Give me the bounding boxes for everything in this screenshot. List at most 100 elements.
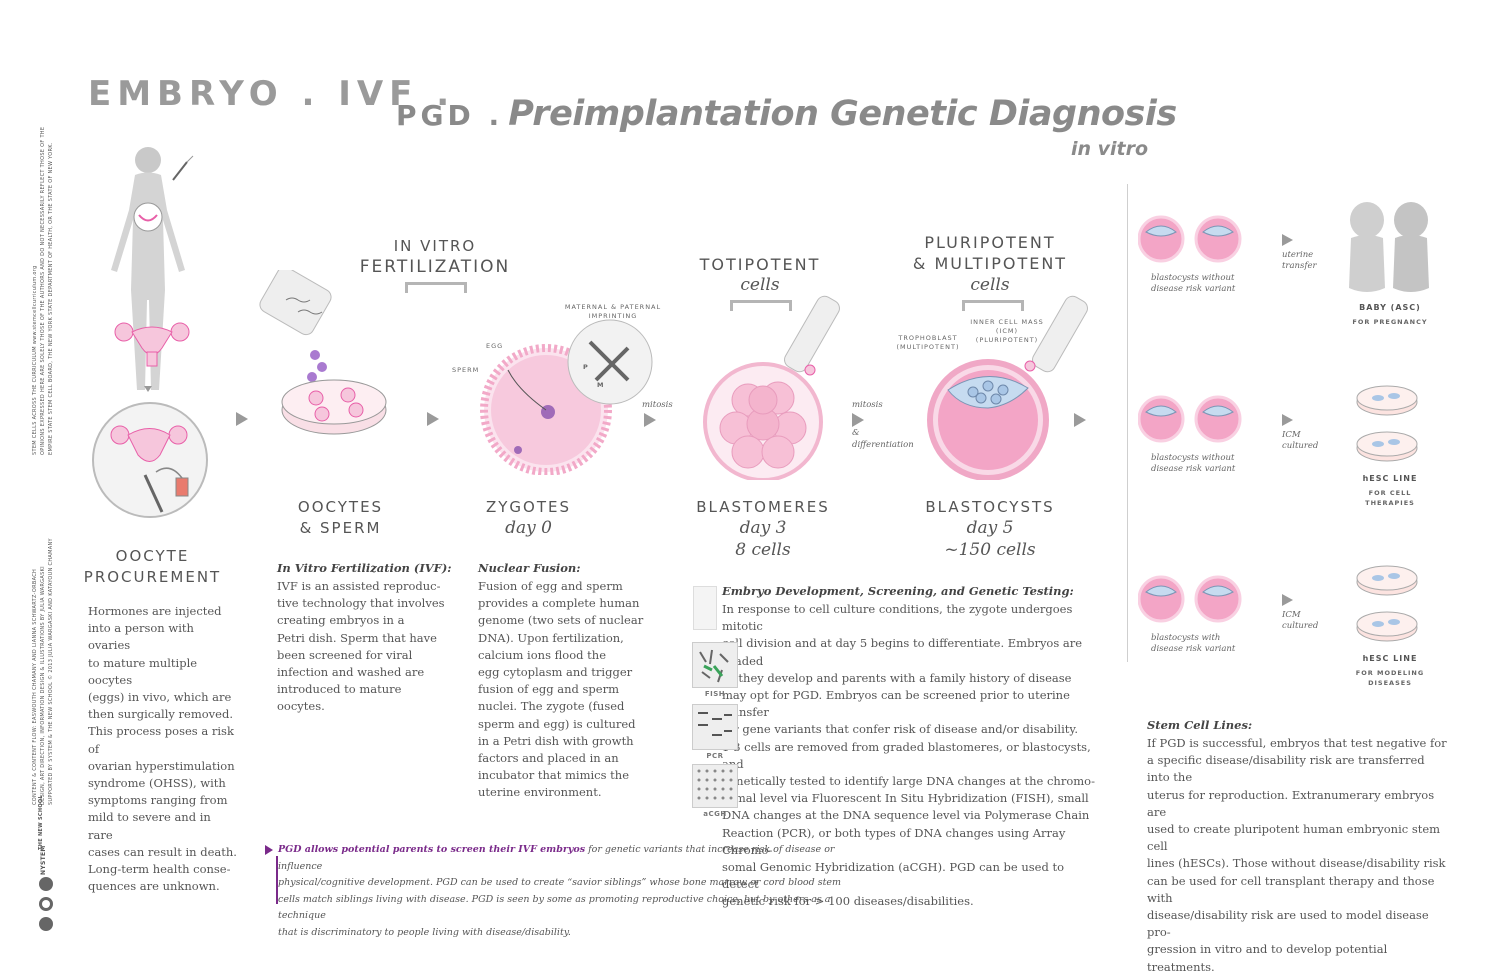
main-title: EMBRYO . IVF . bbox=[88, 74, 456, 114]
text-line: then surgically removed. bbox=[88, 707, 233, 722]
credit-line-1: STEM CELLS ACROSS THE CURRICULUM www.ste… bbox=[32, 265, 38, 455]
oocyte-body-text: Hormones are injected into a person with … bbox=[88, 603, 238, 895]
text-line: into a person with ovaries bbox=[88, 621, 194, 653]
text-line: can be used for cell transplant therapy … bbox=[1147, 873, 1435, 905]
arrow-4-icon bbox=[852, 413, 864, 427]
subtitle: PGD . Preimplantation Genetic Diagnosis bbox=[396, 94, 1177, 134]
text-line: symptoms ranging from bbox=[88, 793, 228, 808]
text-line: This process poses a risk of bbox=[88, 724, 234, 756]
pgd-note-lead: PGD allows potential parents to screen t… bbox=[278, 844, 586, 855]
chromosome-p-label: P bbox=[583, 363, 589, 371]
pcr-test-icon bbox=[692, 704, 738, 750]
pgd-note-arrow-icon bbox=[265, 845, 273, 855]
text-line: provides a complete human bbox=[478, 596, 640, 611]
acgh-test-icon bbox=[692, 764, 738, 808]
totipotent-sub: cells bbox=[740, 275, 780, 295]
text-line: as they develop and parents with a famil… bbox=[722, 670, 1072, 685]
down-arrow-icon bbox=[144, 386, 152, 392]
credit-line-5: DESIGN, ART DIRECTION, INFORMATION DESIG… bbox=[40, 566, 46, 805]
pcr-label: PCR bbox=[706, 752, 724, 760]
outcome-result-title-1: hESC LINE bbox=[1362, 474, 1418, 483]
text-line: Fusion of egg and sperm bbox=[478, 579, 623, 593]
text-line: a specific disease/disability risk are t… bbox=[1147, 753, 1425, 785]
text-line: may opt for PGD. Embryos can be screened… bbox=[722, 688, 1070, 720]
text-line: factors and placed in an bbox=[478, 751, 619, 766]
text-line: in a Petri dish with growth bbox=[478, 733, 634, 748]
pluripotent-sub: cells bbox=[970, 275, 1010, 295]
text-line: 1-3 cells are removed from graded blasto… bbox=[722, 739, 1091, 771]
arrow-5-icon bbox=[1074, 413, 1086, 427]
fusion-body-text: Fusion of egg and sperm provides a comple… bbox=[478, 578, 653, 802]
hesc-dish-icon-2 bbox=[1356, 565, 1418, 642]
icm-label: INNER CELL MASS (ICM) (PLURIPOTENT) bbox=[970, 318, 1044, 344]
text-line: genetically tested to identify large DNA… bbox=[722, 774, 1095, 789]
pluripotent-bracket bbox=[962, 300, 1024, 311]
text-line: nuclei. The zygote (fused bbox=[478, 699, 625, 714]
text-line: cell division and at day 5 begins to dif… bbox=[722, 636, 1083, 668]
ivf-section-title: In Vitro Fertilization (IVF): bbox=[277, 561, 452, 575]
text-line: syndrome (OHSS), with bbox=[88, 776, 226, 791]
text-line: Hormones are injected bbox=[88, 604, 222, 618]
text-line: disease/disability risk are used to mode… bbox=[1147, 908, 1429, 940]
mitosis-label-1: mitosis bbox=[642, 400, 673, 410]
blastocysts-day: day 5 bbox=[966, 518, 1014, 538]
right-panel-divider bbox=[1127, 184, 1128, 662]
text-line: calcium ions flood the bbox=[478, 647, 606, 662]
trophoblast-label: TROPHOBLAST (MULTIPOTENT) bbox=[896, 334, 960, 351]
outcome-arrow-icon-0 bbox=[1282, 234, 1293, 246]
totipotent-bracket bbox=[730, 300, 792, 311]
text-line: uterus for reproduction. Extranumerary e… bbox=[1147, 787, 1435, 819]
arrow-1-icon bbox=[236, 412, 248, 426]
blastomeres-count: 8 cells bbox=[735, 540, 791, 560]
stem-section-title: Stem Cell Lines: bbox=[1147, 718, 1253, 732]
text-line: ovarian hyperstimulation bbox=[88, 758, 235, 773]
zygotes-day: day 0 bbox=[505, 518, 552, 538]
ivf-body-text: IVF is an assisted reproduc-tive technol… bbox=[277, 578, 452, 716]
zygote-illustration bbox=[480, 319, 653, 475]
text-line: somal level via Fluorescent In Situ Hybr… bbox=[722, 791, 1089, 806]
text-line: tive technology that involves bbox=[277, 596, 445, 611]
differentiation-label: differentiation bbox=[852, 440, 914, 450]
text-line: introduced to mature oocytes. bbox=[277, 682, 402, 714]
text-line: to mature multiple oocytes bbox=[88, 655, 198, 687]
mitosis-label-2: mitosis bbox=[852, 400, 883, 410]
license-icons bbox=[39, 877, 53, 931]
amp-label: & bbox=[852, 428, 860, 438]
arrow-2-icon bbox=[427, 412, 439, 426]
text-line: sperm and egg) is cultured bbox=[478, 716, 636, 731]
hesc-dish-icon-1 bbox=[1356, 385, 1418, 462]
outcome-arrow-icon-2 bbox=[1282, 594, 1293, 606]
egg-retrieval-illustration bbox=[92, 402, 208, 518]
in-vitro-subtitle: in vitro bbox=[1070, 138, 1148, 160]
oocyte-procurement-title: OOCYTE PROCUREMENT bbox=[83, 547, 222, 586]
ivf-group-title: IN VITRO FERTILIZATION bbox=[359, 237, 511, 277]
text-line: egg cytoplasm and trigger bbox=[478, 665, 633, 680]
petri-dish-illustration bbox=[259, 270, 387, 435]
text-line: fusion of egg and sperm bbox=[478, 682, 619, 697]
dev-body-text: In response to cell culture conditions, … bbox=[722, 601, 1102, 911]
outcome-result-title-2: hESC LINE bbox=[1362, 654, 1418, 663]
blastomeres-day: day 3 bbox=[739, 518, 787, 538]
text-line: somal Genomic Hybridization (aCGH). PGD … bbox=[722, 860, 1065, 892]
text-line: (eggs) in vivo, which are bbox=[88, 690, 232, 705]
text-line: If PGD is successful, embryos that test … bbox=[1147, 736, 1447, 750]
fish-test-icon bbox=[692, 642, 738, 688]
blastomeres-title: BLASTOMERES bbox=[696, 498, 830, 516]
pluripotent-title: PLURIPOTENT & MULTIPOTENT bbox=[912, 233, 1068, 273]
credit-line-4: CONTENT & CONTENT FLOW: EASWOUTH CHAMANY… bbox=[32, 568, 38, 805]
outcome-blastocysts-2 bbox=[1138, 575, 1242, 623]
text-line: DNA changes at the DNA sequence level vi… bbox=[722, 808, 1090, 823]
text-line: gression in vitro and to develop potenti… bbox=[1147, 942, 1388, 974]
outcome-result-sub-0: FOR PREGNANCY bbox=[1352, 318, 1428, 326]
blastocyst-illustration bbox=[927, 295, 1088, 480]
pgd-full-title: Preimplantation Genetic Diagnosis bbox=[508, 94, 1177, 134]
text-line: genome (two sets of nuclear bbox=[478, 613, 644, 628]
nystem-logo: NYSTEM bbox=[40, 845, 47, 875]
